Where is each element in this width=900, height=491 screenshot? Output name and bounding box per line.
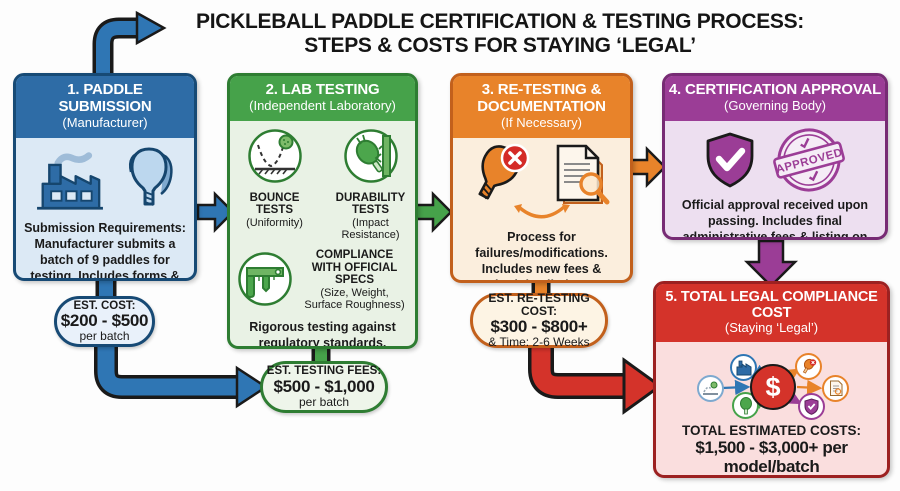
title-line-1: PICKLEBALL PADDLE CERTIFICATION & TESTIN… [195,10,805,33]
box5-title: 5. TOTAL LEGAL COMPLIANCE COST [665,289,878,322]
box1-subtitle: (Manufacturer) [62,114,148,130]
box3-title-line1: 3. RE-TESTING & [481,81,602,98]
box4-header: 4. CERTIFICATION APPROVAL (Governing Bod… [665,76,885,121]
dollar-circle-icon: $ [750,364,796,411]
box5-costs-label: TOTAL ESTIMATED COSTS: [681,423,861,439]
mini-factory-icon [730,354,757,382]
arrow-box3-box4 [628,145,667,189]
badge1-label: EST. COST: [73,299,136,312]
paddle-icon [129,147,173,206]
document-magnifier-icon [556,144,609,205]
box5-costs-note: (Costs vary based on complexity & re-tes… [656,477,887,478]
badge-est-retesting-cost: EST. RE-TESTING COST: $300 - $800+ & Tim… [470,290,608,350]
durability-test-icon [343,128,398,183]
box2-title: 2. LAB TESTING [265,81,380,98]
elbow-arrow-retest-to-total [528,342,663,415]
durability-test-item: DURABILITY TESTS (Impact Resistance) [328,128,414,241]
badge1-amount: $200 - $500 [60,311,149,331]
box1-title: 1. PADDLE SUBMISSION [58,81,152,115]
badge-est-cost: EST. COST: $200 - $500 per batch [54,296,155,347]
box3-header: 3. RE-TESTING & DOCUMENTATION (If Necess… [453,76,630,138]
box2-header: 2. LAB TESTING (Independent Laboratory) [230,76,415,121]
mini-document-icon [822,375,849,403]
box-lab-testing: 2. LAB TESTING (Independent Laboratory) … [227,73,418,349]
caliper-icon [237,252,292,306]
bounce-test-sub: (Uniformity) [246,217,303,230]
box-retesting-documentation: 3. RE-TESTING & DOCUMENTATION (If Necess… [450,73,633,283]
box5-costs-amount: $1,500 - $3,000+ per model/batch [695,438,848,476]
title-elbow-arrow [92,10,167,84]
durability-test-sub: (Impact Resistance) [341,217,400,242]
box2-body-text: Rigorous testing against regulatory stan… [249,320,396,349]
page-title: PICKLEBALL PADDLE CERTIFICATION & TESTIN… [120,10,880,57]
arrow-box2-box3 [414,190,453,234]
box4-title: 4. CERTIFICATION APPROVAL [668,81,882,98]
paddle-fail-icon [477,143,529,200]
swap-arrow-icon [513,203,570,218]
box1-header: 1. PADDLE SUBMISSION (Manufacturer) [16,76,194,138]
badge3-note: & Time: 2-6 Weeks [488,335,590,350]
arrow-box1-box2 [196,190,235,234]
badge2-note: per batch [298,394,350,409]
cost-flow-cluster: $ [656,344,887,424]
badge2-label: EST. TESTING FEES: [266,365,382,378]
compliance-label: COMPLIANCE WITH OFFICIAL SPECS [311,249,398,287]
box5-subtitle: (Staying ‘Legal’) [724,320,819,336]
box3-body-text: Process for failures/modifications. Incl… [468,229,615,280]
box4-body-text: Official approval received upon passing.… [681,197,869,240]
box5-header: 5. TOTAL LEGAL COMPLIANCE COST (Staying … [656,284,887,343]
arrow-box4-box5 [743,239,799,288]
box4-subtitle: (Governing Body) [724,97,826,113]
badge-est-testing-fees: EST. TESTING FEES: $500 - $1,000 per bat… [260,361,388,413]
dollar-sign: $ [765,371,781,402]
mini-paddle-fail-icon [795,353,822,381]
badge1-note: per batch [79,329,130,344]
bounce-test-item: BOUNCE TESTS (Uniformity) [232,128,318,241]
title-line-2: STEPS & COSTS FOR STAYING ‘LEGAL’ [304,33,696,57]
box3-title-line2: DOCUMENTATION [477,97,606,115]
box-total-compliance-cost: 5. TOTAL LEGAL COMPLIANCE COST (Staying … [653,281,890,478]
badge3-label: EST. RE-TESTING COST: [488,290,590,318]
mini-bounce-icon [697,375,724,403]
factory-icon [37,151,103,210]
badge2-amount: $500 - $1,000 [273,376,375,396]
box-certification-approval: 4. CERTIFICATION APPROVAL (Governing Bod… [662,73,888,240]
box-paddle-submission: 1. PADDLE SUBMISSION (Manufacturer) [13,73,197,281]
shield-check-icon [706,132,754,188]
compliance-sub: (Size, Weight, Surface Roughness) [304,287,405,312]
approved-stamp-icon: APPROVED [773,128,845,192]
box3-subtitle: (If Necessary) [501,114,582,130]
bounce-test-icon [247,128,302,183]
mini-shield-icon [798,393,825,421]
elbow-arrow-cost-to-fees [94,340,269,409]
badge3-amount: $300 - $800+ [490,316,588,336]
box1-body-text: Manufacturer submits a batch of 9 paddle… [30,236,180,281]
box2-subtitle: (Independent Laboratory) [249,97,396,113]
box1-body-lead: Submission Requirements: [24,220,186,235]
compliance-item: COMPLIANCE WITH OFFICIAL SPECS (Size, We… [230,246,415,311]
bounce-test-label: BOUNCE TESTS [249,191,300,217]
durability-test-label: DURABILITY TESTS [335,191,406,217]
